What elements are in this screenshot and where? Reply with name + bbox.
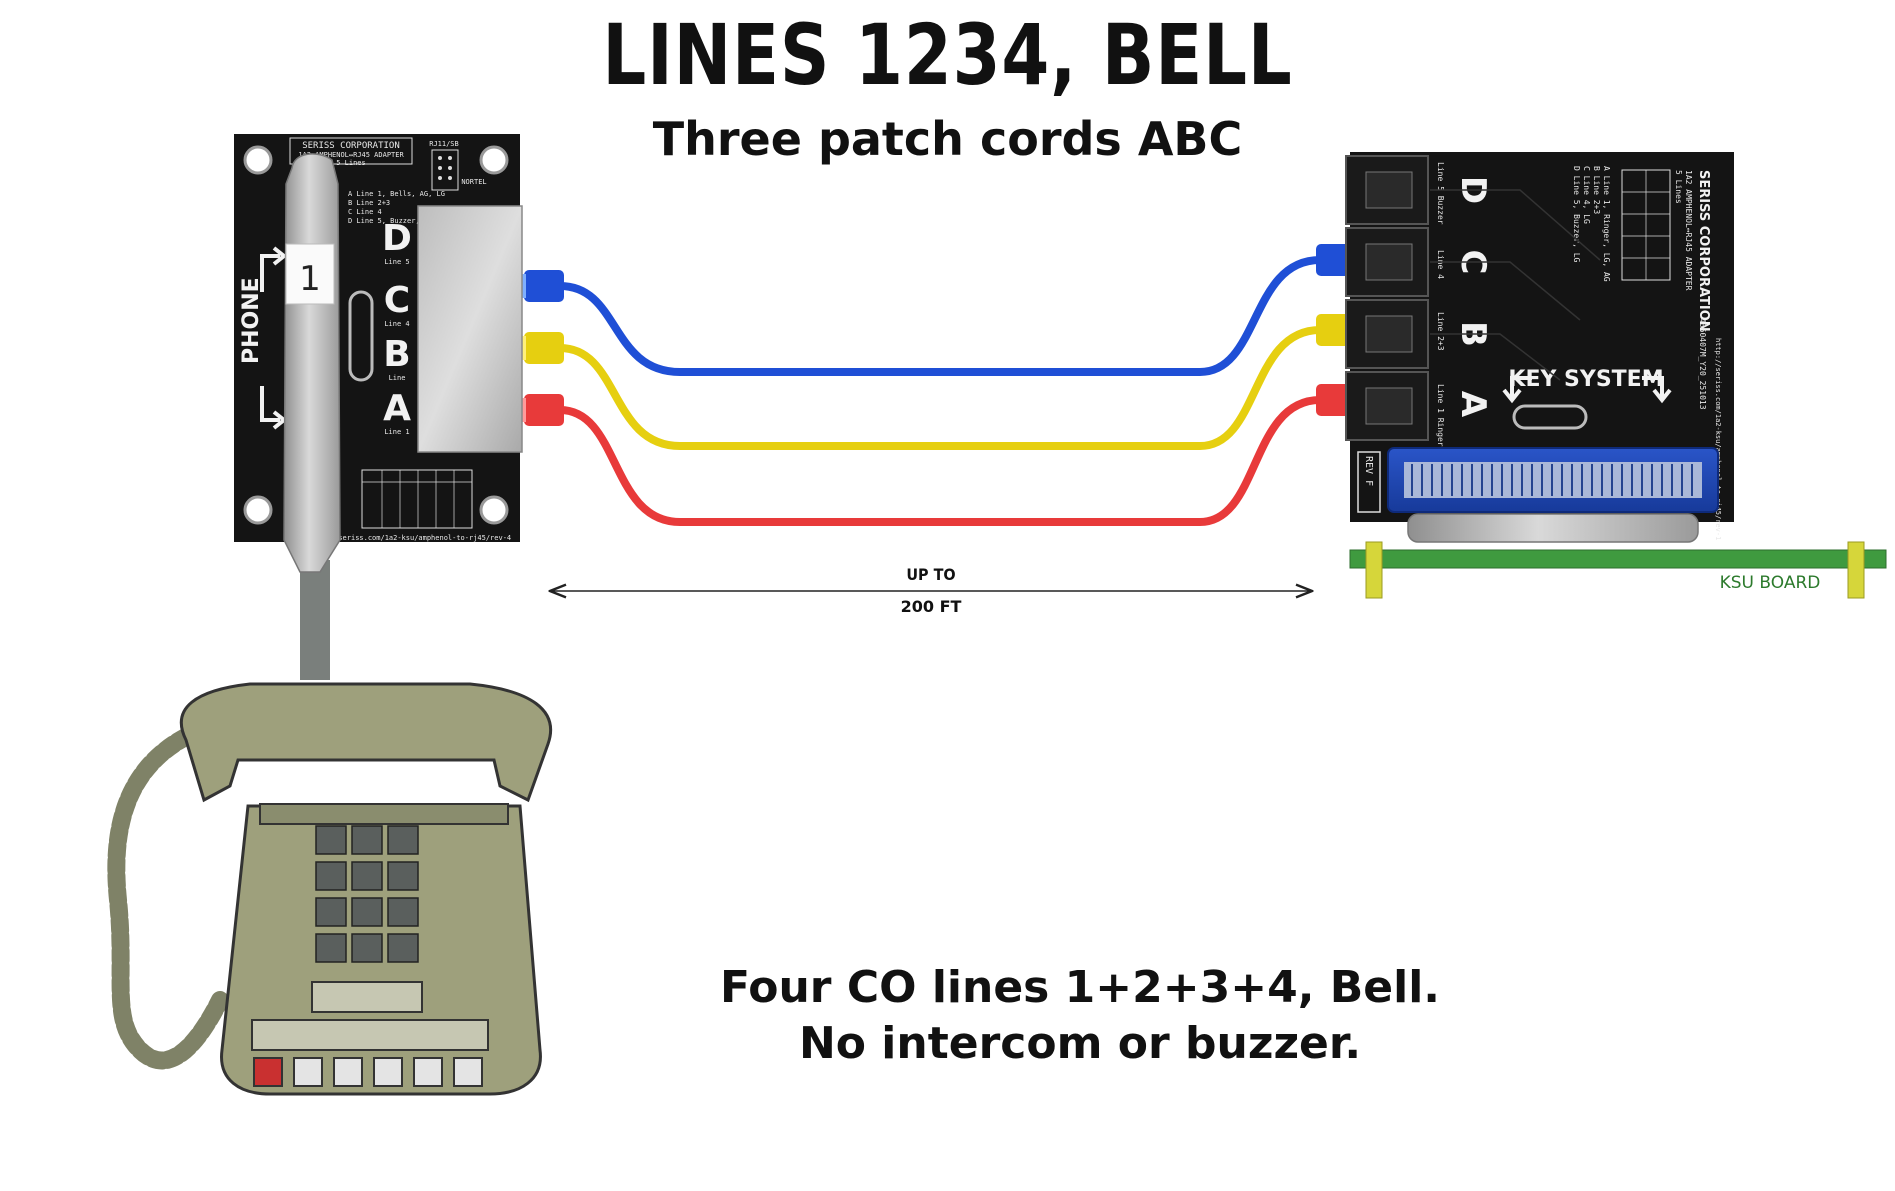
diagram-subtitle: Three patch cords ABC (652, 112, 1243, 166)
ksu-board: KSU BOARD (1349, 541, 1887, 599)
key-adapter-model: 1A2 AMPHENOL↔RJ45 ADAPTER (1684, 170, 1693, 291)
distance-bottom-label: 200 FT (901, 597, 962, 616)
phone-adapter-nortel: NORTEL (461, 178, 486, 186)
footer-note: Four CO lines 1+2+3+4, Bell. No intercom… (620, 960, 1540, 1072)
cord-a (556, 396, 1324, 526)
key-system-adapter-board: D C B A Line 5 Buzzer Line 4 Line 2+3 Li… (1345, 152, 1734, 543)
phone-legend-1: A Line 1, Bells, AG, LG (348, 190, 445, 198)
phone-adapter-sub: 5 Lines (336, 159, 366, 167)
phone-arrow-up-icon (260, 246, 288, 292)
cord-c (556, 256, 1324, 376)
coiled-cord (107, 721, 229, 1070)
key-adapter-rev: REV F (1363, 456, 1374, 486)
footer-line-2: No intercom or buzzer. (798, 1018, 1362, 1069)
distance-indicator: UP TO 200 FT (550, 565, 1312, 616)
phone-port-label: PHONE (239, 277, 264, 364)
label-strip (251, 1019, 489, 1051)
key-adapter-serial: 4360407M_Y20_251013 (1698, 318, 1707, 410)
phone-tag-number: 1 (299, 259, 321, 299)
key-port-a: A (1453, 391, 1493, 418)
line-buttons (253, 1057, 483, 1087)
diagram-title: LINES 1234, BELL (602, 6, 1293, 104)
key-legend-4: D Line 5, Buzzer, LG (1572, 166, 1581, 263)
phone-adapter-board: SERISS CORPORATION 1A2 AMPHENOL↔RJ45 ADA… (234, 134, 523, 542)
key-legend-2: B Line 2+3 (1592, 166, 1601, 214)
phone-adapter-maker: SERISS CORPORATION (302, 141, 400, 151)
phone-legend-2: B Line 2+3 (348, 199, 390, 207)
display-strip (311, 981, 423, 1013)
ksu-board-label: KSU BOARD (1720, 573, 1821, 593)
phone-cable-plug: 1 (283, 153, 341, 680)
phone-port-b-desc: Line (389, 374, 406, 382)
left-plugs (516, 270, 564, 426)
key-port-c-desc: Line 4 (1436, 250, 1445, 279)
key-adapter-maker: SERISS CORPORATION (1696, 170, 1711, 332)
key-port-b-desc: Line 2+3 (1436, 312, 1445, 351)
phone-port-c-desc: Line 4 (384, 320, 409, 328)
phone-port-d-desc: Line 5 (384, 258, 409, 266)
key-jacks (1345, 155, 1429, 441)
phone-adapter-mini-label: RJ11/SB (429, 140, 459, 148)
key-legend-3: C Line 4, LG (1582, 166, 1591, 224)
key-arrow-left-icon (1502, 376, 1532, 404)
keypad (315, 825, 419, 963)
key-port-a-desc: Line 1 Ringer (1436, 384, 1445, 447)
footer-line-1: Four CO lines 1+2+3+4, Bell. (719, 962, 1441, 1013)
key-adapter-sub: 5 Lines (1674, 170, 1683, 204)
phone-port-b: B (383, 334, 410, 375)
phone-adapter-model: 1A2 AMPHENOL↔RJ45 ADAPTER (298, 151, 404, 159)
phone-adapter-url: http://seriss.com/1a2-ksu/amphenol-to-rj… (309, 534, 511, 542)
phone-port-a: A (383, 388, 411, 429)
phone-port-c: C (384, 280, 410, 321)
cord-b (556, 326, 1324, 450)
phone-legend-4: D Line 5, Buzzer, LG (348, 217, 432, 225)
key-legend-1: A Line 1, Ringer, LG, AG (1602, 166, 1611, 282)
key-adapter-url: http://seriss.com/1a2-ksu/amphenol-to-rj… (1714, 338, 1722, 540)
telephone-icon (107, 682, 553, 1096)
phone-port-d: D (382, 218, 412, 259)
key-port-d-desc: Line 5 Buzzer (1436, 162, 1445, 225)
phone-port-a-desc: Line 1 (384, 428, 409, 436)
key-arrow-right-icon (1642, 376, 1672, 404)
phone-legend-3: C Line 4 (348, 208, 382, 216)
key-system-label: KEY SYSTEM (1508, 367, 1663, 392)
amphenol-pins (1411, 464, 1693, 496)
distance-top-label: UP TO (906, 565, 955, 584)
patch-cords (516, 244, 1366, 526)
